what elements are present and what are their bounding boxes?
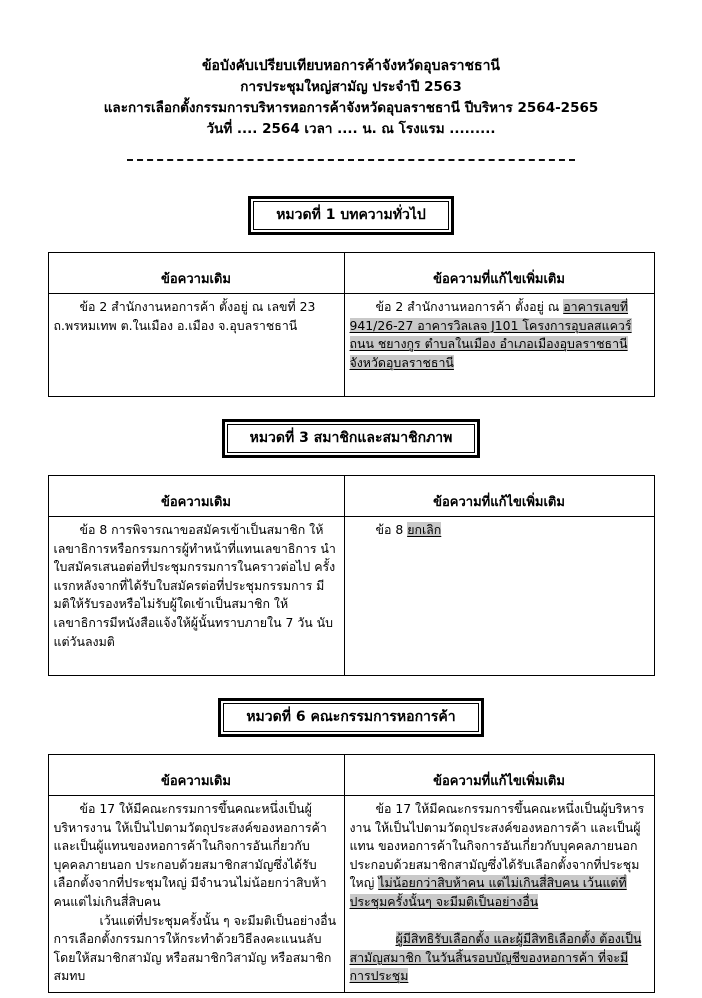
table-row: ข้อ 2 สำนักงานหอการค้า ตั้งอยู่ ณ เลขที่…: [47, 293, 655, 397]
text-run: ข้อ 17 ให้มีคณะกรรมการขึ้นคณะหนึ่งเป็นผู…: [53, 801, 327, 909]
comparison-table-2: ข้อความเดิม ข้อความที่แก้ไขเพิ่มเติม ข้อ…: [47, 475, 655, 676]
cell-amended-2: ข้อ 8 ยกเลิก: [343, 516, 655, 676]
title-line-3: และการเลือกตั้งกรรมการบริหารหอการค้าจังห…: [103, 100, 599, 116]
text-run: ข้อ 2 สำนักงานหอการค้า ตั้งอยู่ ณ: [375, 299, 564, 314]
section-heading-box-inner-3: หมวดที่ 6 คณะกรรมการหอการค้า: [223, 703, 479, 732]
title-line-1: ข้อบังคับเปรียบเทียบหอการค้าจังหวัดอุบลร…: [201, 58, 500, 74]
table-row: ข้อ 17 ให้มีคณะกรรมการขึ้นคณะหนึ่งเป็นผู…: [47, 795, 655, 993]
title-line-4: วันที่ .... 2564 เวลา .... น. ณ โรงแรม .…: [206, 121, 496, 137]
comparison-table-3: ข้อความเดิม ข้อความที่แก้ไขเพิ่มเติม ข้อ…: [47, 754, 655, 993]
text-run: ข้อ 2 สำนักงานหอการค้า ตั้งอยู่ ณ เลขที่…: [53, 299, 316, 333]
paragraph: ข้อ 17 ให้มีคณะกรรมการขึ้นคณะหนึ่งเป็นผู…: [349, 800, 649, 912]
section-heading-2: หมวดที่ 3 สมาชิกและสมาชิกภาพ: [249, 430, 453, 446]
spacer-after-heading-3: [0, 737, 702, 754]
spacer-before-section-3: [0, 676, 702, 698]
column-header-original: ข้อความเดิม: [47, 475, 345, 517]
section-heading-box-2: หมวดที่ 3 สมาชิกและสมาชิกภาพ: [221, 419, 481, 458]
cell-original-1: ข้อ 2 สำนักงานหอการค้า ตั้งอยู่ ณ เลขที่…: [47, 293, 345, 397]
text-run: เว้นแต่ที่ประชุมครั้งนั้น ๆ จะมีมติเป็นอ…: [53, 912, 337, 984]
cell-amended-3: ข้อ 17 ให้มีคณะกรรมการขึ้นคณะหนึ่งเป็นผู…: [343, 795, 655, 993]
section-heading-box-1: หมวดที่ 1 บทความทั่วไป: [248, 196, 454, 235]
paragraph: ข้อ 2 สำนักงานหอการค้า ตั้งอยู่ ณ เลขที่…: [54, 298, 339, 335]
cell-original-3: ข้อ 17 ให้มีคณะกรรมการขึ้นคณะหนึ่งเป็นผู…: [47, 795, 345, 993]
column-header-amended: ข้อความที่แก้ไขเพิ่มเติม: [343, 475, 655, 517]
rich-text-original-2: ข้อ 8 การพิจารณาขอสมัครเข้าเป็นสมาชิก ให…: [49, 517, 344, 675]
section-heading-wrap-3: หมวดที่ 6 คณะกรรมการหอการค้า: [0, 698, 702, 737]
table-header-row: ข้อความเดิม ข้อความที่แก้ไขเพิ่มเติม: [47, 475, 655, 517]
paragraph: ข้อ 8 การพิจารณาขอสมัครเข้าเป็นสมาชิก ให…: [54, 521, 339, 651]
rich-text-amended-1: ข้อ 2 สำนักงานหอการค้า ตั้งอยู่ ณ อาคารเ…: [345, 294, 654, 396]
highlighted-amendment-text: ไม่น้อยกว่าสิบห้าคน แต่ไม่เกินสี่สิบคน เ…: [349, 875, 627, 909]
paragraph-spacer: [350, 912, 649, 931]
rich-text-amended-3: ข้อ 17 ให้มีคณะกรรมการขึ้นคณะหนึ่งเป็นผู…: [345, 796, 654, 992]
table-row: ข้อ 8 การพิจารณาขอสมัครเข้าเป็นสมาชิก ให…: [47, 516, 655, 676]
table-header-row: ข้อความเดิม ข้อความที่แก้ไขเพิ่มเติม: [47, 754, 655, 796]
spacer-before-section-1: [0, 168, 702, 196]
comparison-table-1: ข้อความเดิม ข้อความที่แก้ไขเพิ่มเติม ข้อ…: [47, 252, 655, 397]
paragraph: ข้อ 8 ยกเลิก: [350, 521, 649, 540]
paragraph: ผู้มีสิทธิรับเลือกตั้ง และผู้มีสิทธิเลือ…: [349, 930, 649, 986]
section-heading-box-inner-2: หมวดที่ 3 สมาชิกและสมาชิกภาพ: [226, 424, 476, 453]
column-header-amended: ข้อความที่แก้ไขเพิ่มเติม: [343, 252, 655, 294]
column-header-amended: ข้อความที่แก้ไขเพิ่มเติม: [343, 754, 655, 796]
spacer-before-section-2: [0, 397, 702, 419]
text-run: ข้อ 17 ให้มีคณะกรรมการขึ้นคณะหนึ่งเป็นผู…: [349, 801, 645, 891]
text-run: ข้อ 8: [375, 522, 408, 537]
title-divider-wrap: [0, 149, 702, 168]
rich-text-original-1: ข้อ 2 สำนักงานหอการค้า ตั้งอยู่ ณ เลขที่…: [49, 294, 344, 396]
highlighted-amendment-text: ผู้มีสิทธิรับเลือกตั้ง และผู้มีสิทธิเลือ…: [349, 931, 642, 984]
cell-original-2: ข้อ 8 การพิจารณาขอสมัครเข้าเป็นสมาชิก ให…: [47, 516, 345, 676]
title-line-2: การประชุมใหญ่สามัญ ประจำปี 2563: [240, 79, 462, 95]
column-header-original: ข้อความเดิม: [47, 252, 345, 294]
section-heading-wrap-2: หมวดที่ 3 สมาชิกและสมาชิกภาพ: [0, 419, 702, 458]
paragraph: เว้นแต่ที่ประชุมครั้งนั้น ๆ จะมีมติเป็นอ…: [54, 912, 339, 986]
spacer-after-heading-1: [0, 235, 702, 252]
cell-amended-1: ข้อ 2 สำนักงานหอการค้า ตั้งอยู่ ณ อาคารเ…: [343, 293, 655, 397]
paragraph: ข้อ 17 ให้มีคณะกรรมการขึ้นคณะหนึ่งเป็นผู…: [54, 800, 339, 912]
table-header-row: ข้อความเดิม ข้อความที่แก้ไขเพิ่มเติม: [47, 252, 655, 294]
text-run: ข้อ 8 การพิจารณาขอสมัครเข้าเป็นสมาชิก ให…: [53, 522, 336, 649]
section-heading-3: หมวดที่ 6 คณะกรรมการหอการค้า: [246, 709, 456, 725]
column-header-original: ข้อความเดิม: [47, 754, 345, 796]
section-heading-wrap-1: หมวดที่ 1 บทความทั่วไป: [0, 196, 702, 235]
rich-text-original-3: ข้อ 17 ให้มีคณะกรรมการขึ้นคณะหนึ่งเป็นผู…: [49, 796, 344, 992]
spacer-after-heading-2: [0, 458, 702, 475]
rich-text-amended-2: ข้อ 8 ยกเลิก: [345, 517, 654, 675]
section-heading-1: หมวดที่ 1 บทความทั่วไป: [276, 207, 426, 223]
paragraph: ข้อ 2 สำนักงานหอการค้า ตั้งอยู่ ณ อาคารเ…: [349, 298, 649, 372]
dashed-divider: [127, 158, 575, 161]
highlighted-amendment-text: ยกเลิก: [407, 522, 442, 537]
section-heading-box-inner-1: หมวดที่ 1 บทความทั่วไป: [253, 201, 449, 230]
document-title-block: ข้อบังคับเปรียบเทียบหอการค้าจังหวัดอุบลร…: [0, 0, 702, 168]
section-heading-box-3: หมวดที่ 6 คณะกรรมการหอการค้า: [218, 698, 484, 737]
